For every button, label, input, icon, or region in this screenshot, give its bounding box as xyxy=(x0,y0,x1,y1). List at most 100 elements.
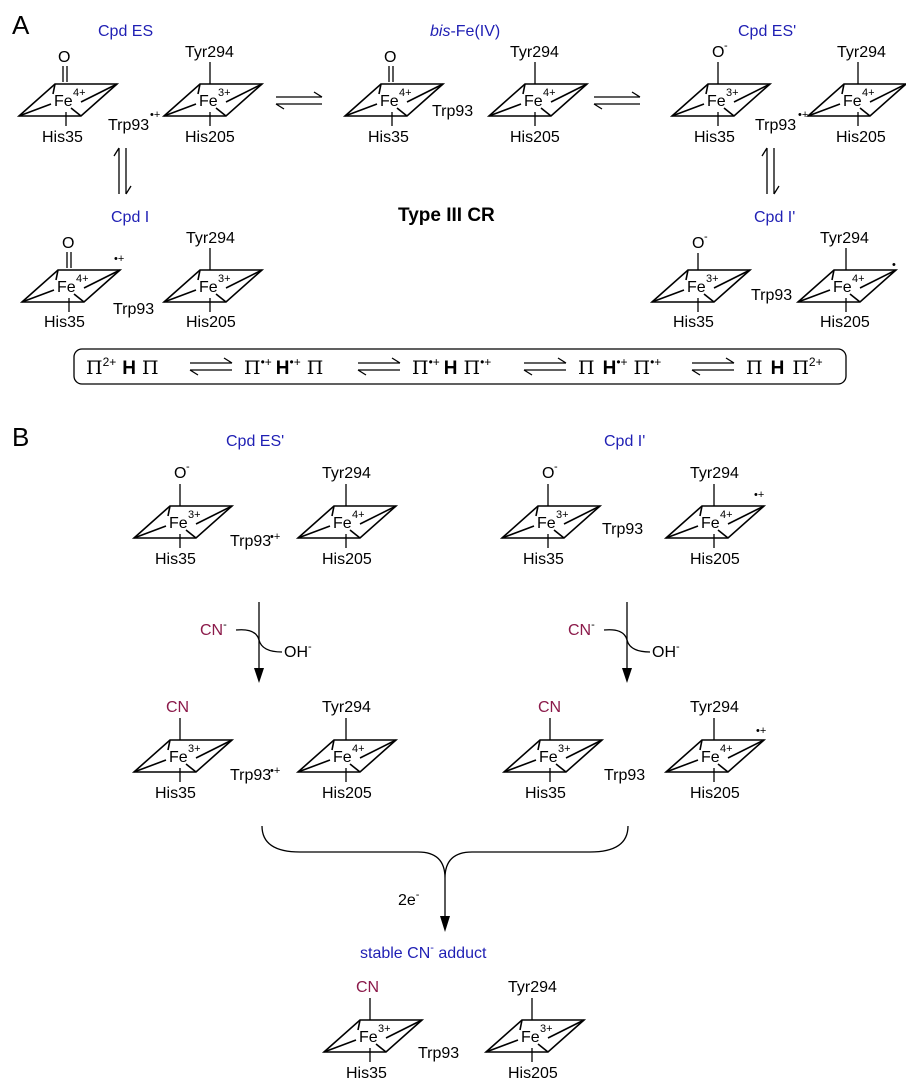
cn-adduct-es-prime: CN Fe 3+ His35 Trp93 •+ Tyr294 Fe 4+ His… xyxy=(133,699,397,802)
equilibrium-arrow xyxy=(275,91,323,110)
panel-label-a: A xyxy=(12,10,30,40)
oxidation-state: 4+ xyxy=(862,87,875,99)
oxidation-state: 3+ xyxy=(558,743,571,755)
oxidation-state: 3+ xyxy=(540,1023,553,1035)
equilibrium-arrow xyxy=(761,147,780,195)
oxidation-state: 3+ xyxy=(218,273,231,285)
state-label-cpd-i-prime: Cpd I' xyxy=(754,209,795,226)
radical-cation-mark: •+ xyxy=(798,109,808,121)
tyr294-label: Tyr294 xyxy=(186,230,235,247)
cyanide-reagent: CN- xyxy=(200,619,227,639)
radical-cation-mark: •+ xyxy=(114,253,124,265)
fe-label: Fe xyxy=(333,515,352,532)
his205-label: His205 xyxy=(322,551,372,568)
oxidation-state: 4+ xyxy=(852,273,865,285)
trp93-label: Trp93 xyxy=(418,1045,459,1062)
his35-label: His35 xyxy=(368,129,409,146)
tyr294-label: Tyr294 xyxy=(837,44,886,61)
radical-mark: • xyxy=(892,259,896,271)
oxidation-state: 3+ xyxy=(726,87,739,99)
two-electron-label: 2e- xyxy=(398,889,420,909)
radical-cation-mark: •+ xyxy=(270,765,280,777)
fe-label: Fe xyxy=(359,1029,378,1046)
heme-group-right: Tyr294 Fe 3+ His205 xyxy=(163,44,263,146)
his205-label: His205 xyxy=(186,314,236,331)
oxidation-state: 3+ xyxy=(188,743,201,755)
trp93-label: Trp93 xyxy=(751,287,792,304)
cyanide-ligand: CN xyxy=(166,699,189,716)
radical-cation-mark: •+ xyxy=(150,109,160,121)
state-cpd-i-prime-b: Cpd I' O - Fe 3+ His35 Trp93 Tyr294 Fe 4… xyxy=(501,433,765,568)
his35-label: His35 xyxy=(346,1065,387,1082)
fe-label: Fe xyxy=(701,749,720,766)
oxide-ligand: O xyxy=(542,465,554,482)
hydroxide-product: OH- xyxy=(284,641,312,661)
resonance-form-2: Π•+H•+Π xyxy=(244,355,323,379)
ligand-exchange-arrow-right: CN- OH- xyxy=(568,602,680,683)
equilibrium-arrow xyxy=(113,147,132,195)
tyr294-label: Tyr294 xyxy=(820,230,869,247)
state-stable-cn-adduct: stable CN- adduct CN Fe 3+ His35 Trp93 T… xyxy=(323,942,585,1082)
fe-label: Fe xyxy=(843,93,862,110)
oxidation-state: 4+ xyxy=(352,509,365,521)
fe-label: Fe xyxy=(833,279,852,296)
fe-label: Fe xyxy=(199,279,218,296)
state-label-cpd-es-prime: Cpd ES' xyxy=(738,23,796,40)
state-cpd-es: Cpd ES O Fe 4+ His35 Trp93 •+ Tyr294 Fe … xyxy=(18,23,263,146)
state-cpd-i: Cpd I O Fe 4+ •+ His35 Trp93 Tyr294 Fe 3… xyxy=(21,209,263,331)
tyr294-label: Tyr294 xyxy=(185,44,234,61)
fe-label: Fe xyxy=(169,515,188,532)
state-label-cpd-es-prime: Cpd ES' xyxy=(226,433,284,450)
fe-label: Fe xyxy=(333,749,352,766)
state-cpd-es-prime-b: Cpd ES' O - Fe 3+ His35 Trp93 •+ Tyr294 … xyxy=(133,433,397,568)
fe-label: Fe xyxy=(687,279,706,296)
oxidation-state: 4+ xyxy=(399,87,412,99)
state-cpd-i-prime: Cpd I' O - Fe 3+ His35 Trp93 Tyr294 Fe 4… xyxy=(651,209,897,331)
charge-mark: - xyxy=(186,461,190,473)
state-label-bis-fe: bis-Fe(IV) xyxy=(430,23,500,40)
oxidation-state: 4+ xyxy=(720,743,733,755)
oxidation-state: 4+ xyxy=(352,743,365,755)
tyr294-label: Tyr294 xyxy=(508,979,557,996)
his35-label: His35 xyxy=(525,785,566,802)
cyanide-ligand: CN xyxy=(538,699,561,716)
his205-label: His205 xyxy=(836,129,886,146)
state-cpd-es-prime: Cpd ES' O - Fe 3+ His35 Trp93 •+ Tyr294 … xyxy=(671,23,906,146)
his205-label: His205 xyxy=(820,314,870,331)
trp93-label: Trp93 xyxy=(755,117,796,134)
oxo-ligand: O xyxy=(62,235,74,252)
his35-label: His35 xyxy=(155,785,196,802)
ligand-exchange-arrow-left: CN- OH- xyxy=(200,602,312,683)
oxidation-state: 4+ xyxy=(543,87,556,99)
fe-label: Fe xyxy=(524,93,543,110)
trp93-label: Trp93 xyxy=(113,301,154,318)
charge-mark: - xyxy=(704,231,708,243)
state-label-cpd-i: Cpd I xyxy=(111,209,149,226)
his35-label: His35 xyxy=(523,551,564,568)
fe-label: Fe xyxy=(707,93,726,110)
his205-label: His205 xyxy=(690,785,740,802)
oxide-ligand: O xyxy=(712,44,724,61)
oxidation-state: 4+ xyxy=(720,509,733,521)
tyr294-label: Tyr294 xyxy=(322,465,371,482)
tyr294-label: Tyr294 xyxy=(322,699,371,716)
equilibrium-arrow xyxy=(523,357,567,376)
fe-label: Fe xyxy=(380,93,399,110)
tyr294-label: Tyr294 xyxy=(510,44,559,61)
fe-label: Fe xyxy=(539,749,558,766)
his205-label: His205 xyxy=(185,129,235,146)
heme-group-left: O Fe 4+ His35 xyxy=(18,49,118,146)
oxidation-state: 3+ xyxy=(218,87,231,99)
hydroxide-product: OH- xyxy=(652,641,680,661)
charge-mark: - xyxy=(554,461,558,473)
radical-cation-mark: •+ xyxy=(756,725,766,737)
cn-adduct-i-prime: CN Fe 3+ His35 Trp93 Tyr294 Fe 4+ •+ His… xyxy=(503,699,766,802)
charge-mark: - xyxy=(724,40,728,52)
fe-label: Fe xyxy=(57,279,76,296)
converging-bracket: 2e- xyxy=(261,825,629,932)
